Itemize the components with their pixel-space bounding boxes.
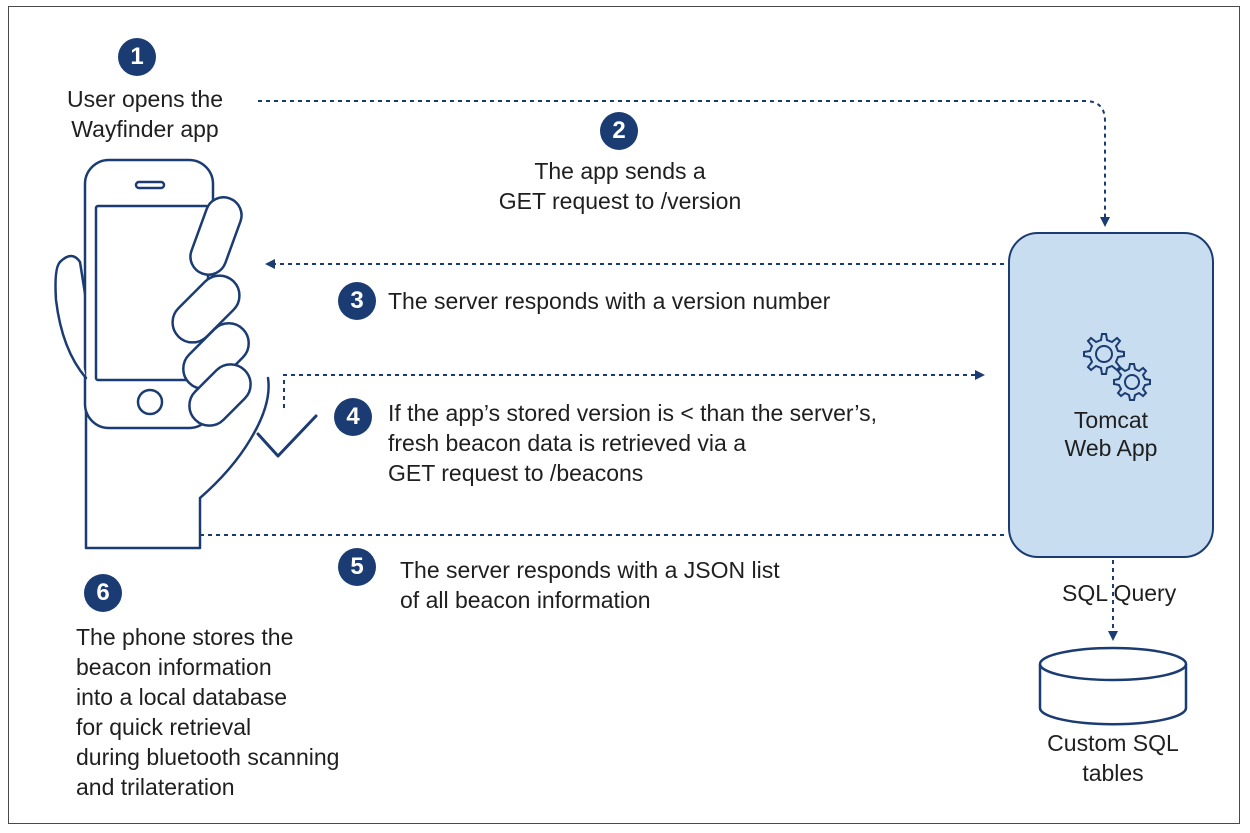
database-label-line-1: Custom SQL	[1047, 730, 1179, 756]
gears-icon	[1083, 333, 1151, 401]
step-6-line-1: The phone stores the	[76, 624, 294, 650]
step-3-line-1: The server responds with a version numbe…	[388, 288, 831, 314]
server-label-line-1: Tomcat	[1073, 407, 1149, 433]
step-4-text: If the app’s stored version is < than th…	[388, 398, 877, 488]
database-label-line-2: tables	[1082, 760, 1144, 786]
step-2-badge: 2	[600, 112, 638, 150]
server-label: Tomcat Web App	[1008, 406, 1214, 462]
step-6-line-5: during bluetooth scanning	[76, 744, 340, 770]
step-5-line-1: The server responds with a JSON list	[400, 557, 780, 583]
step-6-badge: 6	[84, 574, 122, 612]
sql-query-label: SQL Query	[1062, 580, 1177, 606]
step-4-line-2: fresh beacon data is retrieved via a	[388, 430, 746, 456]
step-6-line-3: into a local database	[76, 684, 287, 710]
step-1-line-2: Wayfinder app	[71, 116, 219, 142]
step-1-badge: 1	[118, 38, 156, 76]
beacons-request-arrow	[283, 370, 985, 408]
step-6-line-6: and trilateration	[76, 774, 235, 800]
server-box	[1008, 232, 1214, 558]
step-3-text: The server responds with a version numbe…	[388, 286, 830, 316]
step-5-line-2: of all beacon information	[400, 587, 651, 613]
step-4-line-3: GET request to /beacons	[388, 460, 644, 486]
checkmark-icon	[256, 414, 318, 458]
step-4-badge: 4	[334, 398, 372, 436]
step-5-text: The server responds with a JSON list of …	[400, 555, 780, 615]
step-1-line-1: User opens the	[67, 86, 223, 112]
step-5-badge: 5	[338, 548, 376, 586]
step-6-line-4: for quick retrieval	[76, 714, 252, 740]
step-2-line-2: GET request to /version	[498, 188, 742, 214]
step-4-line-1: If the app’s stored version is < than th…	[388, 400, 878, 426]
step-3-badge: 3	[338, 282, 376, 320]
step-1-text: User opens the Wayfinder app	[40, 84, 250, 144]
database-label: Custom SQL tables	[1020, 728, 1206, 788]
request-version-arrow	[258, 100, 1110, 227]
step-2-line-1: The app sends a	[534, 158, 706, 184]
database-icon	[1038, 646, 1188, 726]
step-6-line-2: beacon information	[76, 654, 272, 680]
server-label-line-2: Web App	[1064, 435, 1158, 461]
diagram-frame	[8, 6, 1240, 824]
step-6-text: The phone stores the beacon information …	[76, 622, 339, 802]
phone-in-hand-icon	[54, 158, 270, 550]
step-2-text: The app sends a GET request to /version	[470, 156, 770, 216]
